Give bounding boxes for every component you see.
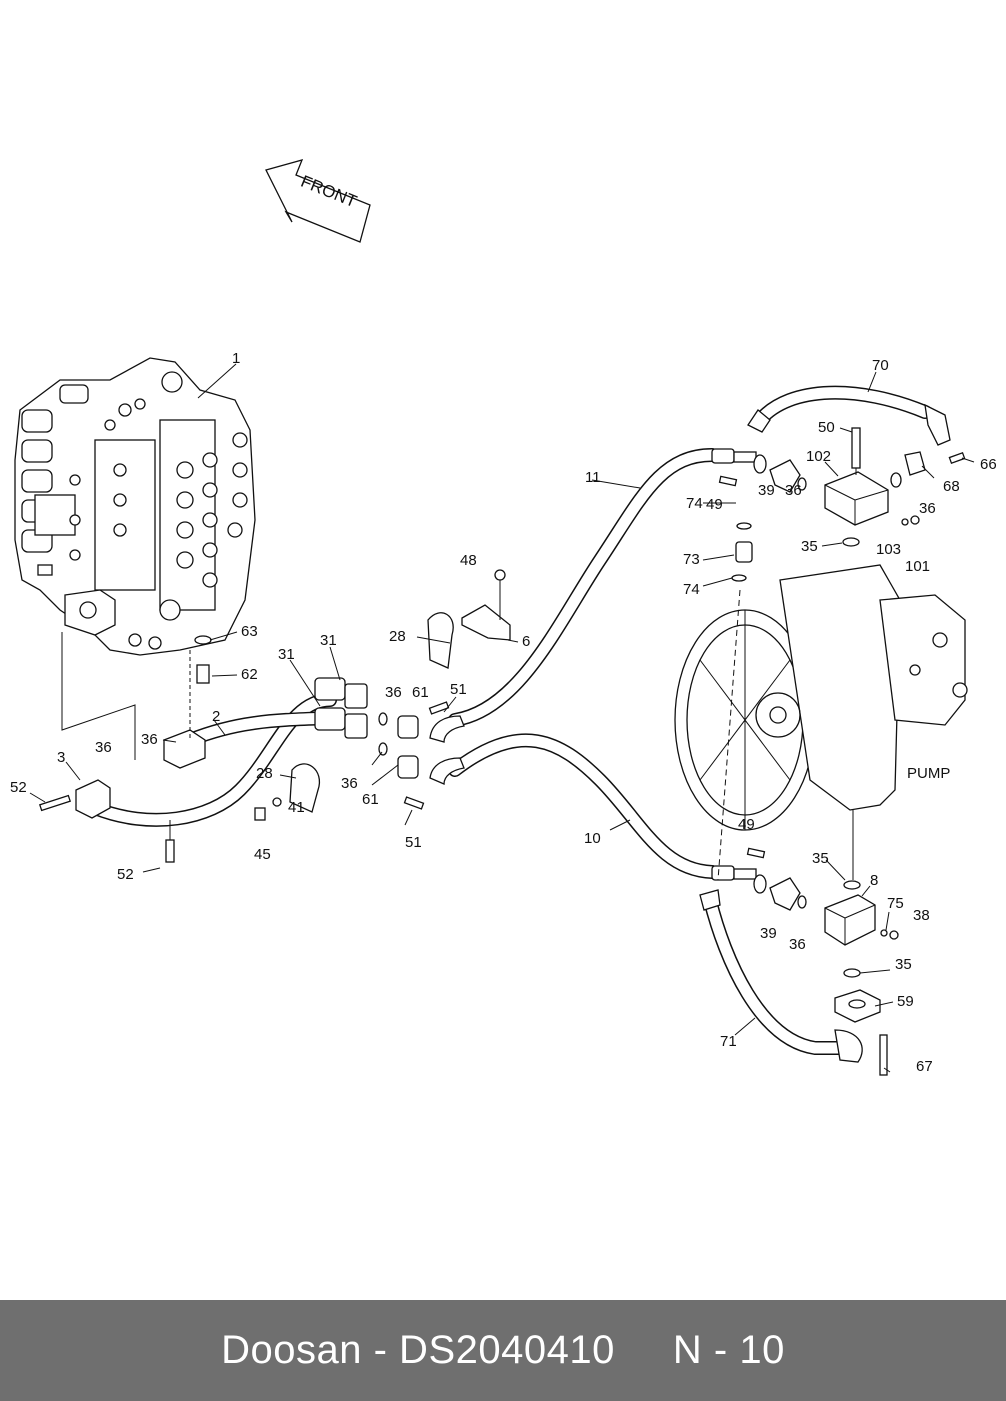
callout-38: 38: [913, 907, 930, 924]
pump-label: PUMP: [907, 765, 950, 782]
callout-102: 102: [806, 448, 831, 465]
hose-70: [747, 385, 951, 446]
hose-71: [699, 889, 863, 1063]
callout-51-b: 51: [405, 834, 422, 851]
callout-52-b: 52: [117, 866, 134, 883]
callout-49: 49: [706, 496, 723, 513]
callout-11: 11: [585, 469, 601, 486]
callout-36-b: 36: [919, 500, 936, 517]
callout-36-e: 36: [141, 731, 158, 748]
footer-text: Doosan - DS2040410 N - 10: [221, 1328, 785, 1372]
callout-103: 103: [876, 541, 901, 558]
callout-59: 59: [897, 993, 914, 1010]
callout-101: 101: [905, 558, 930, 575]
front-arrow: FRONT: [265, 159, 371, 243]
callout-71: 71: [720, 1033, 737, 1050]
callout-8: 8: [870, 872, 878, 889]
callouts: 1 70 50 66 102 68 49 39 36 36 74 103 35 …: [10, 350, 997, 1075]
callout-51: 51: [450, 681, 467, 698]
callout-61-b: 61: [362, 791, 379, 808]
callout-2: 2: [212, 708, 220, 725]
hose-2: [88, 693, 337, 827]
control-valve: [14, 357, 256, 656]
footer-bar: Doosan - DS2040410 N - 10: [0, 1300, 1006, 1401]
callout-45: 45: [254, 846, 271, 863]
callout-66: 66: [980, 456, 997, 473]
callout-39: 39: [758, 482, 775, 499]
callout-75: 75: [887, 895, 904, 912]
callout-6: 6: [522, 633, 530, 650]
callout-52: 52: [10, 779, 27, 796]
parts-diagram: FRONT: [10, 159, 997, 1076]
leader-lines: [29, 363, 975, 1073]
fittings-31: [314, 677, 368, 739]
callout-28: 28: [389, 628, 406, 645]
callout-50: 50: [818, 419, 835, 436]
callout-39-b: 39: [760, 925, 777, 942]
callout-31-b: 31: [278, 646, 295, 663]
callout-48: 48: [460, 552, 477, 569]
callout-10: 10: [584, 830, 601, 847]
callout-74-b: 74: [683, 581, 700, 598]
callout-35-c: 35: [895, 956, 912, 973]
callout-70: 70: [872, 357, 889, 374]
callout-49-b: 49: [738, 816, 755, 833]
callout-28-b: 28: [256, 765, 273, 782]
callout-36-g: 36: [789, 936, 806, 953]
callout-67: 67: [916, 1058, 933, 1075]
callout-62: 62: [241, 666, 258, 683]
hose-10: [429, 733, 757, 881]
callout-63: 63: [241, 623, 258, 640]
pump: [674, 564, 968, 831]
callout-36: 36: [785, 482, 802, 499]
callout-73: 73: [683, 551, 700, 568]
callout-68: 68: [943, 478, 960, 495]
callout-3: 3: [57, 749, 65, 766]
callout-36-f: 36: [341, 775, 358, 792]
callout-31: 31: [320, 632, 337, 649]
callout-61: 61: [412, 684, 429, 701]
callout-36-d: 36: [95, 739, 112, 756]
hose-11: [429, 448, 757, 743]
callout-74: 74: [686, 495, 703, 512]
callout-35: 35: [801, 538, 818, 555]
callout-1: 1: [232, 350, 240, 367]
callout-35-b: 35: [812, 850, 829, 867]
callout-36-c: 36: [385, 684, 402, 701]
callout-41: 41: [288, 799, 305, 816]
